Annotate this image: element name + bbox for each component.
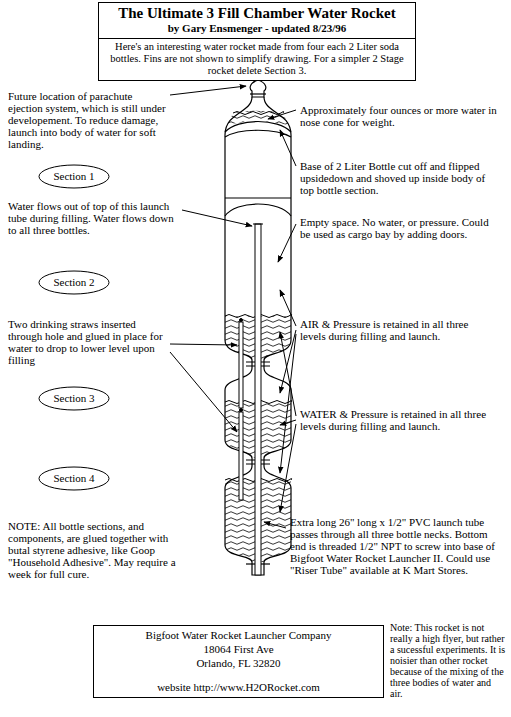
section-ellipse: Section 3 bbox=[38, 386, 110, 411]
ellipse-shape bbox=[39, 467, 109, 490]
company-name: Bigfoot Water Rocket Launcher Company bbox=[98, 628, 379, 642]
callout-note: Empty space. No water, or pressure. Coul… bbox=[300, 216, 500, 240]
callout-note: Two drinking straws inserted through hol… bbox=[8, 318, 166, 366]
drinking-straws bbox=[239, 319, 243, 501]
website: website http://www.H2ORocket.com bbox=[98, 680, 379, 694]
section-label: Section 3 bbox=[53, 392, 94, 405]
ellipse-shape bbox=[39, 387, 109, 410]
callout-note: Base of 2 Liter Bottle cut off and flipp… bbox=[300, 160, 500, 196]
launch-tube bbox=[253, 224, 263, 575]
title-text: The Ultimate 3 Fill Chamber Water Rocket bbox=[103, 5, 411, 22]
section-label: Section 1 bbox=[53, 170, 94, 183]
section-ellipse: Section 4 bbox=[38, 466, 110, 491]
section-ellipse: Section 2 bbox=[38, 270, 110, 295]
section-ellipse: Section 1 bbox=[38, 164, 110, 189]
note-text: Note: This rocket is not really a high f… bbox=[390, 622, 506, 699]
description: Here's an interesting water rocket made … bbox=[103, 41, 411, 77]
ellipse-shape bbox=[39, 271, 109, 294]
rocket-outline bbox=[225, 80, 291, 575]
callout-note: Extra long 26" long x 1/2" PVC launch tu… bbox=[290, 516, 505, 576]
section-label: Section 2 bbox=[53, 276, 94, 289]
byline: by Gary Ensmenger - updated 8/23/96 bbox=[99, 22, 415, 39]
callout-note: AIR & Pressure is retained in all three … bbox=[300, 318, 495, 342]
address-box: Bigfoot Water Rocket Launcher Company180… bbox=[93, 625, 384, 698]
section-label: Section 4 bbox=[53, 472, 94, 485]
address-line: 18064 First Ave bbox=[98, 642, 379, 656]
callout-note: Future location of parachute ejection sy… bbox=[8, 90, 166, 150]
ellipse-shape bbox=[39, 165, 109, 188]
callout-note: WATER & Pressure is retained in all thre… bbox=[300, 408, 495, 432]
title-box: The Ultimate 3 Fill Chamber Water Rocket… bbox=[98, 2, 416, 81]
leader-lines bbox=[170, 86, 296, 528]
callout-note: Approximately four ounces or more water … bbox=[300, 104, 505, 128]
note-text: NOTE: All bottle sections, and component… bbox=[8, 520, 186, 580]
address-line: Orlando, FL 32820 bbox=[98, 656, 379, 670]
callout-note: Water flows out of top of this launch tu… bbox=[8, 200, 176, 236]
